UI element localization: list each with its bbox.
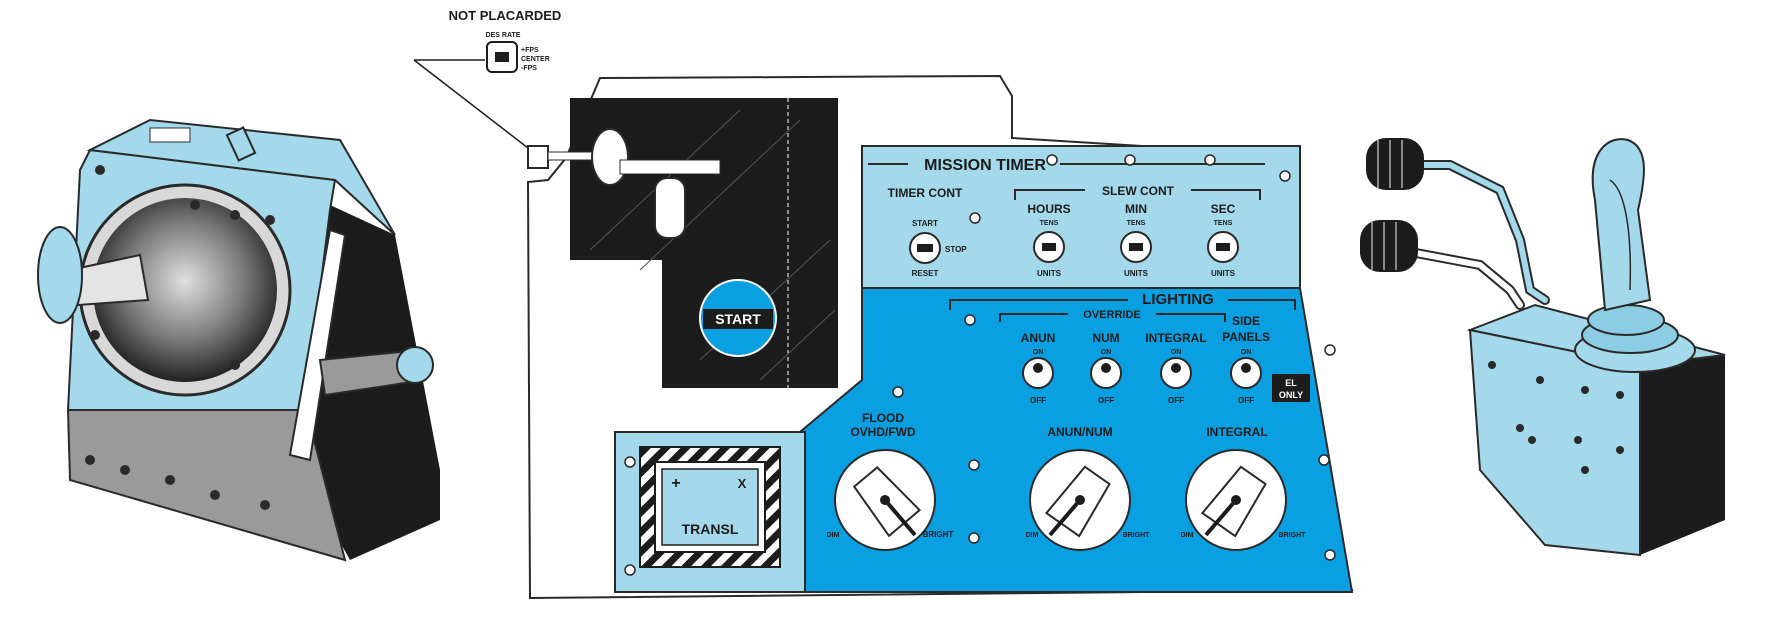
lighting-panel: LIGHTING OVERRIDE ANUN ON OFF NUM ON OFF… bbox=[799, 287, 1354, 593]
joystick-base-side bbox=[1640, 330, 1725, 555]
des-rate-position: CENTER bbox=[521, 56, 550, 63]
knob-anun-num: ANUN/NUM DIM BRIGHT bbox=[1026, 425, 1151, 551]
controller-top-toggle[interactable] bbox=[225, 126, 257, 162]
transl-panel: + X TRANSL bbox=[614, 431, 806, 593]
lighting-toggle-anun: ANUN ON OFF bbox=[1021, 331, 1056, 405]
start-mechanism bbox=[527, 128, 721, 239]
transl-plus: + bbox=[671, 475, 680, 492]
controller-top bbox=[86, 118, 396, 236]
slew-switch-bottom: UNITS bbox=[1037, 269, 1062, 278]
toggle-off-label: OFF bbox=[1030, 396, 1046, 405]
des-rate-switch-lever bbox=[495, 52, 509, 62]
start-button-label: START bbox=[715, 311, 761, 327]
slew-switch-label: HOURS bbox=[1027, 202, 1070, 216]
toggle-label: INTEGRAL bbox=[1145, 331, 1206, 345]
callout-leader bbox=[413, 59, 529, 149]
knob-label: FLOOD bbox=[862, 411, 904, 425]
toggle-label: SIDE bbox=[1232, 314, 1260, 328]
slew-switch-hours: HOURS TENS UNITS bbox=[1027, 202, 1070, 278]
lighting-title: LIGHTING bbox=[1142, 291, 1214, 308]
joystick-base-screws bbox=[1488, 361, 1624, 474]
timer-cont-stop-label: STOP bbox=[945, 245, 967, 254]
slew-switch-min: MIN TENS UNITS bbox=[1120, 202, 1152, 278]
slew-switch-top: TENS bbox=[1127, 220, 1146, 227]
el-only-line1: EL bbox=[1285, 378, 1297, 388]
lighting-panel-screws bbox=[892, 314, 1336, 561]
el-only-line2: ONLY bbox=[1279, 390, 1303, 400]
slew-switch-label: SEC bbox=[1211, 202, 1236, 216]
toggle-on-label: ON bbox=[1033, 349, 1044, 356]
timer-panel-screws bbox=[969, 154, 1291, 224]
knob-max-label: BRIGHT bbox=[1279, 532, 1307, 539]
toggle-on-label: ON bbox=[1241, 349, 1252, 356]
knob-max-label: BRIGHT bbox=[1123, 532, 1151, 539]
el-only-badge: EL ONLY bbox=[1272, 374, 1310, 402]
joystick-grip[interactable] bbox=[1591, 138, 1652, 312]
controller-pivot bbox=[396, 346, 434, 384]
not-placarded-callout: NOT PLACARDED DES RATE +FPS CENTER -FPS bbox=[413, 8, 562, 149]
knob-integral: INTEGRAL DIM BRIGHT bbox=[1181, 425, 1307, 551]
knob-label: ANUN/NUM bbox=[1047, 425, 1112, 439]
slew-switch-top: TENS bbox=[1214, 220, 1233, 227]
controller-label-plate bbox=[149, 127, 191, 143]
mission-timer-title: MISSION TIMER bbox=[924, 157, 1046, 174]
controller-lever-arm bbox=[288, 228, 347, 462]
knob-min-label: DIM bbox=[1026, 532, 1039, 539]
not-placarded-title: NOT PLACARDED bbox=[449, 8, 562, 23]
lighting-toggle-side-panels: SIDE PANELS ON OFF bbox=[1222, 314, 1270, 405]
slew-switch-bottom: UNITS bbox=[1124, 269, 1149, 278]
slew-switch-sec: SEC TENS UNITS bbox=[1207, 202, 1239, 278]
timer-cont-start-label: START bbox=[912, 219, 938, 228]
lighting-bracket bbox=[949, 299, 1296, 310]
transl-x: X bbox=[738, 476, 747, 491]
toggle-on-label: ON bbox=[1101, 349, 1112, 356]
controller-handle-knob[interactable] bbox=[37, 226, 83, 324]
toggle-off-label: OFF bbox=[1098, 396, 1114, 405]
timer-cont-label: TIMER CONT bbox=[888, 186, 963, 200]
knob-max-label: BRIGHT bbox=[923, 530, 954, 539]
knob-flood: FLOOD OVHD/FWD DIM BRIGHT bbox=[827, 411, 954, 551]
attitude-controller bbox=[1360, 138, 1726, 557]
lighting-toggle-num: NUM ON OFF bbox=[1090, 331, 1122, 405]
transl-screws bbox=[624, 456, 636, 576]
slew-switch-bottom: UNITS bbox=[1211, 269, 1236, 278]
override-label: OVERRIDE bbox=[1083, 309, 1140, 321]
knob-label: INTEGRAL bbox=[1206, 425, 1267, 439]
des-rate-position: -FPS bbox=[521, 65, 537, 72]
slew-cont-label: SLEW CONT bbox=[1102, 184, 1175, 198]
toggle-off-label: OFF bbox=[1238, 396, 1254, 405]
joystick-cables bbox=[1395, 160, 1550, 310]
controller-screws bbox=[85, 165, 275, 510]
knob-min-label: DIM bbox=[1181, 532, 1194, 539]
des-rate-position: +FPS bbox=[521, 47, 539, 54]
cable-connector bbox=[1366, 138, 1424, 190]
thrust-translation-controller bbox=[37, 118, 440, 562]
knob-min-label: DIM bbox=[827, 532, 840, 539]
timer-cont-reset-label: RESET bbox=[912, 269, 939, 278]
lighting-toggle-integral: INTEGRAL ON OFF bbox=[1145, 331, 1206, 405]
controller-boot bbox=[93, 198, 277, 382]
slew-switch-top: TENS bbox=[1040, 220, 1059, 227]
cable-connector bbox=[1360, 220, 1418, 272]
transl-label: TRANSL bbox=[682, 521, 739, 537]
toggle-label: NUM bbox=[1092, 331, 1119, 345]
mission-timer-panel: MISSION TIMER TIMER CONT SLEW CONT START… bbox=[861, 145, 1301, 291]
timer-cont-switch-group: START STOP RESET bbox=[909, 219, 967, 278]
knob-label-line2: OVHD/FWD bbox=[850, 425, 916, 439]
start-block: START bbox=[527, 98, 838, 388]
toggle-label-line2: PANELS bbox=[1222, 330, 1270, 344]
slew-switch-label: MIN bbox=[1125, 202, 1147, 216]
des-rate-label: DES RATE bbox=[486, 32, 521, 39]
toggle-off-label: OFF bbox=[1168, 396, 1184, 405]
toggle-label: ANUN bbox=[1021, 331, 1056, 345]
toggle-on-label: ON bbox=[1171, 349, 1182, 356]
